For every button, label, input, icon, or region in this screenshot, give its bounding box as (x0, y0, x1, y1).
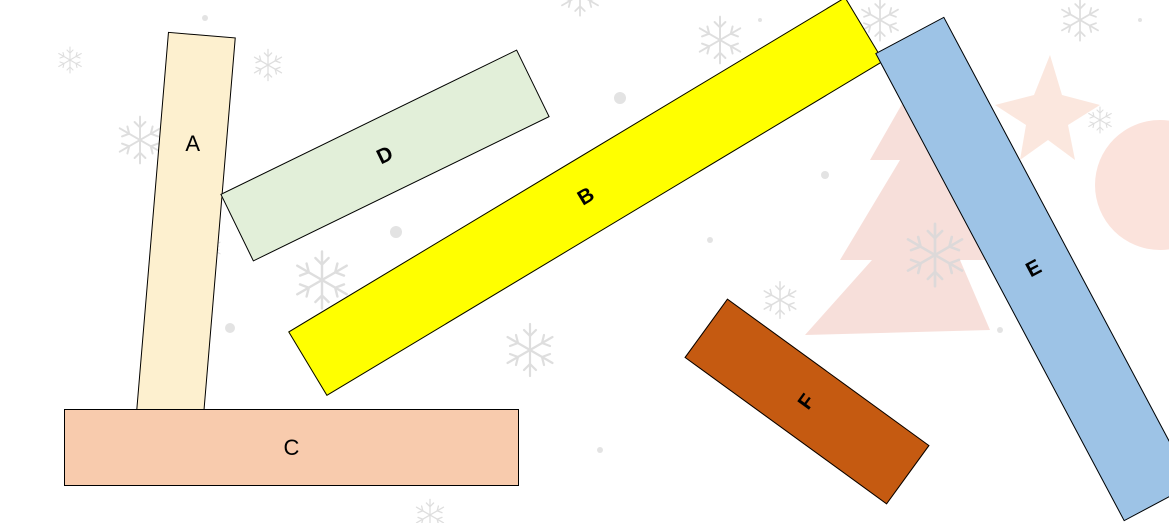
bar-a-label: A (185, 131, 200, 157)
ball-ornament-icon (1095, 120, 1169, 250)
bar-d-label: D (373, 141, 397, 169)
bar-e-label: E (1022, 255, 1046, 283)
bar-f-label: F (794, 389, 821, 413)
bar-b-label: B (573, 182, 598, 210)
bar-c-label: C (284, 435, 300, 461)
bar-c[interactable]: C (64, 409, 519, 486)
